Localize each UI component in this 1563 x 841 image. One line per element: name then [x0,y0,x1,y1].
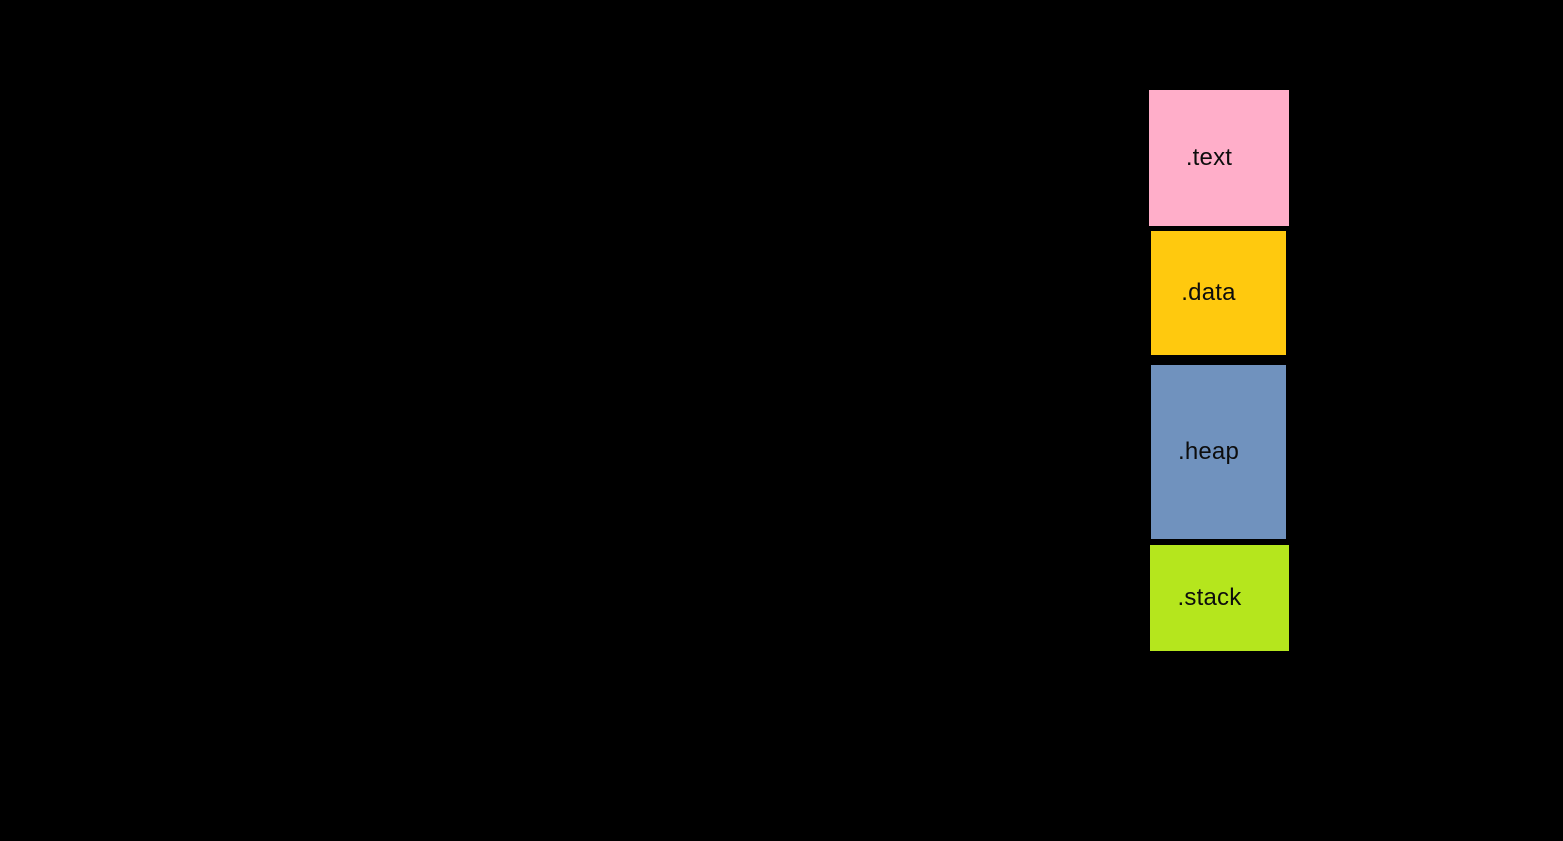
segment-box-stack: .stack [1150,545,1289,651]
segment-label-heap: .heap [1177,438,1240,465]
segment-label-stack: .stack [1177,584,1242,611]
segment-box-heap: .heap [1151,365,1286,539]
segment-box-data: .data [1151,231,1286,355]
segment-label-data: .data [1181,279,1236,306]
segment-label-text: .text [1185,144,1233,171]
segment-box-text: .text [1149,90,1289,226]
